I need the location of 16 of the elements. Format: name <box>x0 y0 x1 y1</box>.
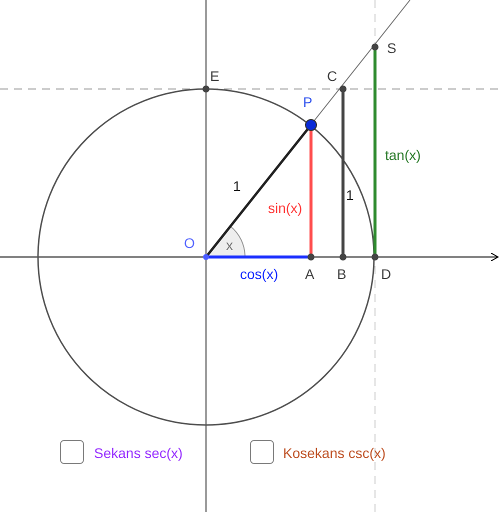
checkbox-label: Sekans sec(x) <box>94 445 183 461</box>
segment-label: tan(x) <box>385 147 421 163</box>
angle-label: x <box>226 237 233 253</box>
point-label: S <box>387 40 396 56</box>
point-label: C <box>327 68 338 84</box>
segment-label: 1 <box>346 187 354 203</box>
point-label: A <box>305 266 314 282</box>
point-label: P <box>303 94 312 110</box>
checkbox-label: Kosekans csc(x) <box>283 445 386 461</box>
segment-label: cos(x) <box>240 266 278 282</box>
point-label: B <box>337 266 346 282</box>
segment-label: 1 <box>233 178 241 194</box>
segment-label: sin(x) <box>268 200 302 216</box>
point-label: O <box>184 235 195 251</box>
point-label: E <box>210 68 220 84</box>
point-label: D <box>381 266 392 282</box>
